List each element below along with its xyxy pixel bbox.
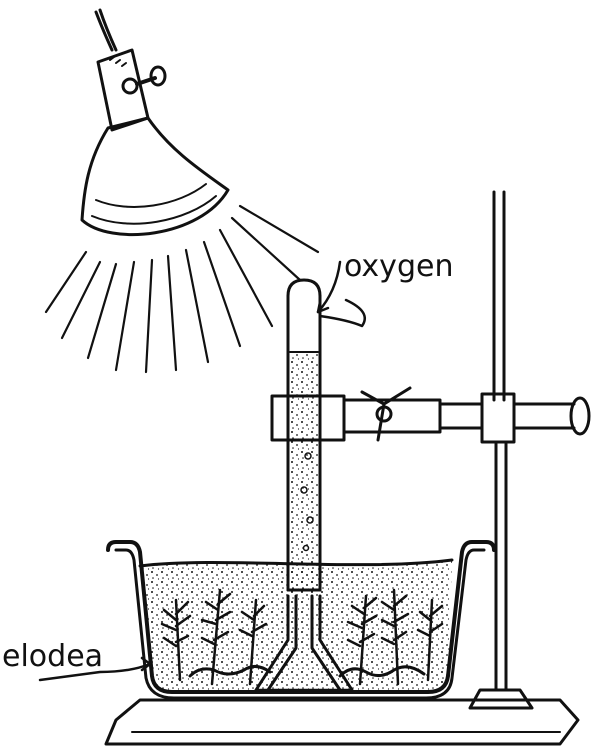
- oxygen-label: oxygen: [344, 249, 453, 284]
- light-rays: [46, 206, 318, 372]
- elodea-label: elodea: [2, 639, 103, 674]
- dish: [108, 542, 494, 698]
- test-tube: [288, 280, 320, 592]
- lamp-icon: [82, 10, 228, 235]
